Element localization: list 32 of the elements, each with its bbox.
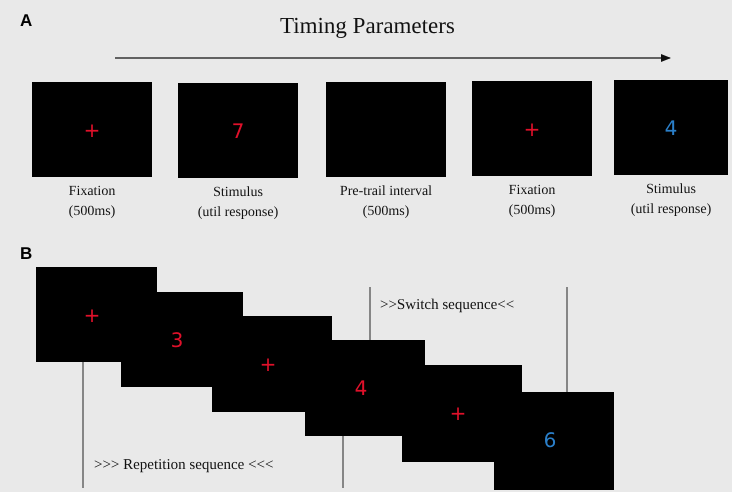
- stimulus-symbol: 3: [170, 330, 184, 350]
- sequence-label: >>> Repetition sequence <<<: [94, 458, 274, 473]
- stimulus-screen: [614, 80, 728, 175]
- screen-caption: (500ms): [508, 202, 556, 220]
- title: Timing Parameters: [280, 14, 455, 37]
- screen-caption: Stimulus: [645, 181, 697, 199]
- panel-letter: A: [20, 12, 32, 29]
- stimulus-symbol: +: [84, 120, 100, 140]
- stimulus-screen: [472, 81, 592, 176]
- sequence-label: >>Switch sequence<<: [380, 298, 514, 313]
- screen-caption: (500ms): [68, 203, 116, 221]
- stimulus-screen: [32, 82, 152, 177]
- screen-caption: Fixation: [68, 183, 116, 201]
- stimulus-symbol: +: [84, 305, 100, 325]
- stimulus-symbol: +: [260, 354, 276, 374]
- stimulus-symbol: +: [524, 118, 540, 138]
- stimulus-symbol: +: [450, 403, 466, 423]
- stimulus-symbol: 6: [544, 430, 556, 450]
- screen-caption: (500ms): [362, 203, 410, 221]
- stimulus-symbol: 7: [232, 120, 244, 140]
- stimulus-symbol: 4: [664, 118, 678, 138]
- screen-caption: (util response): [196, 204, 280, 222]
- blank-screen: [326, 82, 446, 177]
- stimulus-screen: [178, 83, 298, 178]
- stimulus-symbol: 4: [354, 378, 368, 398]
- screen-caption: Pre-trail interval: [338, 183, 434, 201]
- stimulus-screen: [494, 392, 614, 490]
- screen-caption: (util response): [630, 201, 712, 219]
- stimulus-screen: [36, 267, 121, 362]
- panel-letter: B: [20, 245, 32, 262]
- screen-caption: Stimulus: [212, 184, 264, 202]
- screen-caption: Fixation: [508, 182, 556, 200]
